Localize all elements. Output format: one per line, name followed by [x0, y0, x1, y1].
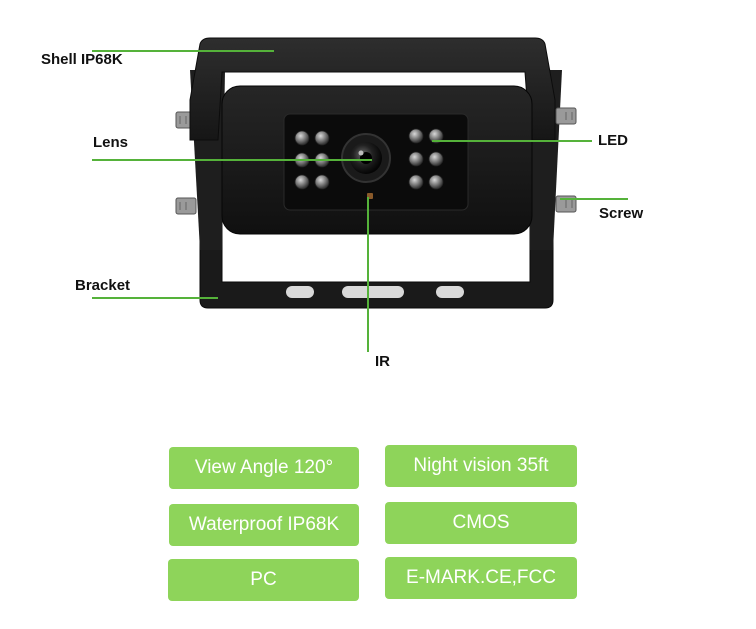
- feature-badge-pc: PC: [168, 559, 359, 601]
- callout-screw-label: Screw: [599, 205, 644, 222]
- callout-bracket-label: Bracket: [75, 277, 131, 294]
- feature-badge-certification: E-MARK.CE,FCC: [385, 557, 577, 599]
- callout-lens-label: Lens: [93, 134, 129, 151]
- callout-shell-label: Shell IP68K: [41, 51, 123, 68]
- led-array: [294, 128, 444, 190]
- callout-ir-label: IR: [375, 353, 390, 370]
- lens: [341, 133, 391, 183]
- feature-badge-waterproof: Waterproof IP68K: [169, 504, 359, 546]
- feature-badge-view-angle: View Angle 120°: [169, 447, 359, 489]
- camera-product-image: [92, 37, 628, 352]
- feature-badge-night-vision: Night vision 35ft: [385, 445, 577, 487]
- callout-led-label: LED: [598, 132, 628, 149]
- callout-lines: [92, 50, 628, 352]
- feature-badge-cmos: CMOS: [385, 502, 577, 544]
